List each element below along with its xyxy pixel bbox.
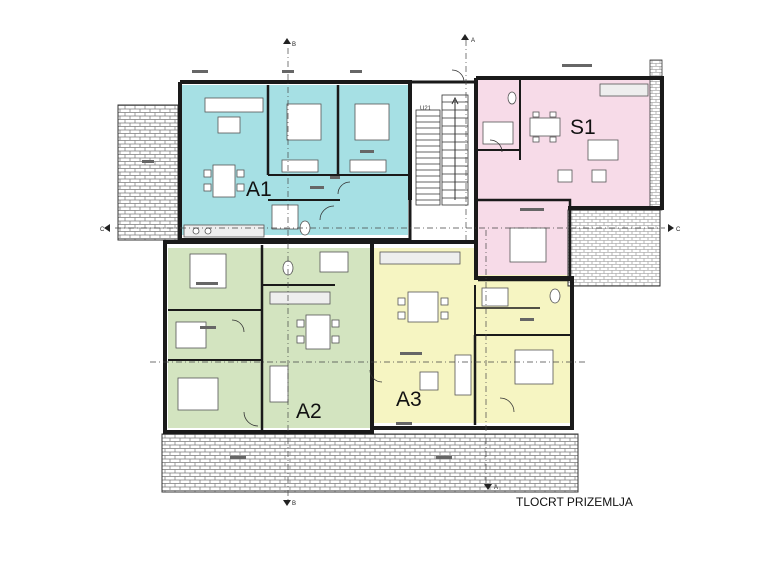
- a1-bed-2: [354, 103, 390, 141]
- s1-kitchen: [599, 83, 649, 97]
- svg-text:B: B: [292, 501, 296, 507]
- stair-label: U21: [420, 106, 432, 112]
- wall-a3-outer: [372, 240, 574, 430]
- svg-text:C: C: [100, 227, 105, 233]
- a1-dining-table: [212, 164, 236, 198]
- terrace-west: [117, 104, 179, 241]
- section-marker-b-bottom: B: [283, 500, 296, 507]
- section-lines: [115, 40, 665, 500]
- a1-bath: [271, 204, 299, 230]
- section-marker-c-right: C: [668, 224, 681, 233]
- unit-labels: A1 S1 A2 A3: [246, 116, 596, 423]
- section-marker-c-left: C: [100, 224, 110, 233]
- a2-sofa: [269, 365, 289, 403]
- terraces: [117, 59, 663, 493]
- unit-label-a1: A1: [246, 178, 272, 201]
- terrace-south: [161, 433, 579, 493]
- s1-bed: [509, 227, 547, 263]
- a2-dining-table: [305, 314, 331, 350]
- a3-dining-table: [407, 291, 439, 323]
- annotation-ticks: [142, 64, 592, 459]
- section-marker-a-top: A: [461, 34, 475, 44]
- svg-text:A: A: [494, 485, 498, 491]
- walls: [163, 76, 664, 434]
- a2-kitchen: [269, 291, 331, 305]
- a3-bed: [514, 349, 554, 385]
- svg-text:C: C: [676, 227, 681, 233]
- unit-label-s1: S1: [570, 116, 596, 139]
- s1-bath: [482, 121, 514, 145]
- terrace-east: [567, 209, 661, 287]
- unit-label-a2: A2: [296, 400, 322, 423]
- drawing-title: TLOCRT PRIZEMLJA: [516, 495, 633, 509]
- a2-bed-2: [177, 377, 219, 411]
- staircase: [415, 94, 469, 206]
- a1-sofa: [204, 97, 264, 113]
- a3-bath: [481, 287, 509, 307]
- a1-bed-1: [286, 103, 322, 141]
- unit-label-a3: A3: [396, 388, 422, 411]
- wall-a2-outer: [163, 240, 374, 434]
- a1-coffee-table: [217, 116, 241, 134]
- section-marker-a-bottom: A: [484, 484, 498, 491]
- s1-dining-table: [529, 117, 561, 137]
- a1-kitchen-counter: [183, 224, 265, 238]
- furniture: [175, 83, 649, 411]
- doors: [231, 69, 515, 427]
- s1-sofa: [587, 139, 619, 161]
- a3-kitchen: [379, 251, 461, 265]
- a2-bath: [175, 321, 207, 349]
- svg-text:A: A: [471, 38, 475, 44]
- svg-text:B: B: [292, 42, 296, 48]
- section-marker-b-top: B: [283, 38, 296, 48]
- svg-text:U21: U21: [420, 106, 432, 112]
- section-markers: B B A A C C U21: [100, 34, 681, 507]
- a3-sofa: [454, 354, 472, 396]
